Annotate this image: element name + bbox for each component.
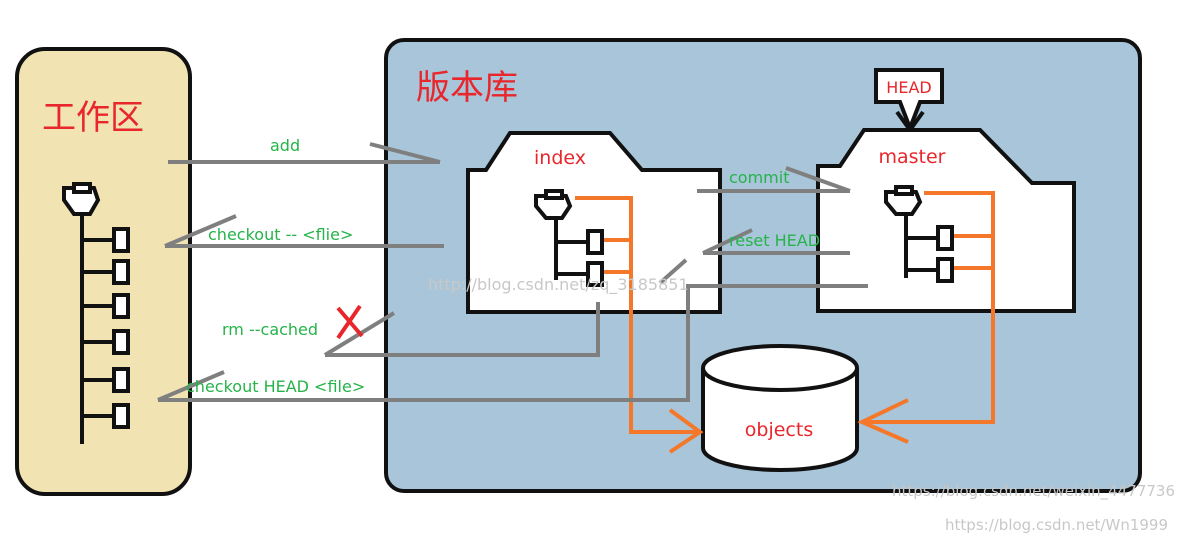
- watermark-bottom-right-1: https://blog.csdn.net/weixin_4477736: [892, 482, 1175, 501]
- rm-cached-label: rm --cached: [222, 320, 318, 339]
- workspace-tree-icon: [62, 182, 130, 444]
- watermark-center: http://blog.csdn.net/zq_3185851: [428, 275, 689, 295]
- commit-arrow: [697, 166, 851, 193]
- command-labels: add checkout -- <flie> rm --cached check…: [186, 136, 820, 396]
- checkout-file-arrow: [164, 214, 444, 248]
- orange-connectors: [575, 191, 995, 454]
- workspace-panel: 工作区: [15, 47, 192, 496]
- add-label: add: [270, 136, 300, 155]
- master-tree-icon: [884, 185, 954, 283]
- checkout-head-label: checkout HEAD <file>: [186, 377, 365, 396]
- watermarks: http://blog.csdn.net/zq_3185851 https://…: [428, 275, 1175, 534]
- reset-head-stub: [658, 258, 688, 285]
- reset-head-label: reset HEAD: [729, 231, 820, 250]
- master-title: master: [878, 146, 945, 168]
- commit-label: commit: [729, 168, 789, 187]
- reset-head-arrow: [702, 228, 850, 255]
- watermark-bottom-right-2: https://blog.csdn.net/Wn1999: [945, 516, 1168, 534]
- red-x-mark: [336, 304, 364, 340]
- master-box: master: [816, 128, 1076, 313]
- workspace-title: 工作区: [42, 98, 144, 138]
- index-title: index: [534, 147, 586, 169]
- checkout-head-arrow: [157, 284, 868, 402]
- objects-label: objects: [745, 419, 813, 441]
- head-pointer-shape: [874, 68, 944, 134]
- head-label: HEAD: [886, 78, 931, 97]
- index-tree-icon: [534, 189, 604, 287]
- objects-database: objects: [701, 344, 859, 472]
- repository-title: 版本库: [416, 68, 518, 108]
- checkout-file-label: checkout -- <flie>: [208, 225, 353, 244]
- index-box: index: [466, 131, 722, 314]
- add-arrow: [168, 142, 441, 164]
